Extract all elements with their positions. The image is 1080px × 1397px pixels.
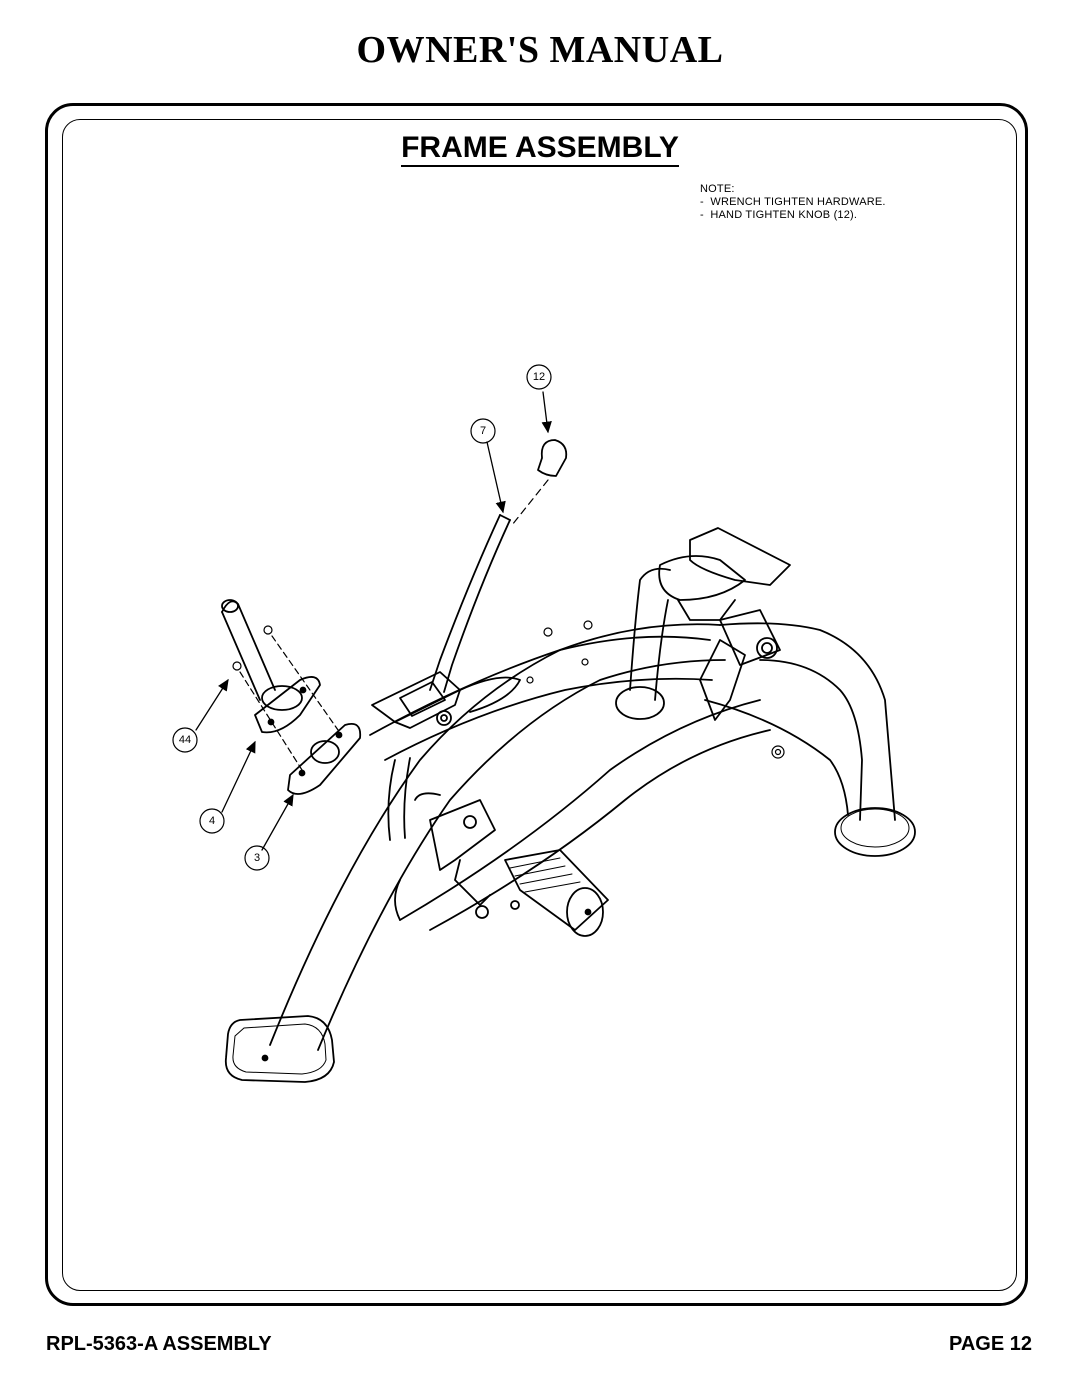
note-line-knob: - HAND TIGHTEN KNOB (12).	[700, 209, 858, 221]
frame-bolts	[526, 620, 785, 759]
footer-page-number: PAGE 12	[949, 1333, 1032, 1355]
callout-label-12: 12	[533, 371, 545, 383]
page-border-inner	[62, 119, 1017, 1291]
foot-plate-rear-left	[615, 686, 665, 720]
note-line-wrench: - WRENCH TIGHTEN HARDWARE.	[700, 196, 886, 208]
callout-label-4: 4	[209, 815, 215, 827]
post-plate-4	[254, 676, 321, 734]
pedal-bracket	[414, 792, 520, 919]
assembly-note: NOTE: - WRENCH TIGHTEN HARDWARE. - HAND …	[700, 183, 886, 222]
section-title-text: FRAME ASSEMBLY	[401, 131, 679, 167]
lock-bracket	[371, 671, 521, 729]
lower-strut	[387, 757, 411, 841]
callout-circles	[172, 364, 552, 871]
pivot-bracket	[699, 609, 781, 721]
lower-arch-tube	[394, 699, 771, 931]
frame-plate-3	[287, 723, 362, 795]
note-heading: NOTE:	[700, 183, 735, 195]
screws-44	[232, 625, 339, 771]
callout-leaders	[195, 391, 552, 851]
foot-pedal	[504, 849, 609, 937]
callout-label-44: 44	[179, 734, 191, 746]
seat-plate	[658, 527, 791, 621]
footer-model: RPL-5363-A ASSEMBLY	[46, 1333, 272, 1355]
weight-post	[221, 599, 303, 711]
knob-12	[511, 439, 568, 526]
callout-label-7: 7	[480, 425, 486, 437]
callout-label-3: 3	[254, 852, 260, 864]
section-title: FRAME ASSEMBLY	[0, 131, 1080, 167]
handle-tube-7	[429, 514, 511, 693]
rear-arch-tube	[704, 622, 896, 821]
manual-title: OWNER'S MANUAL	[356, 29, 724, 71]
foot-plate-rear-right	[834, 807, 916, 857]
page-border-outer	[45, 103, 1028, 1306]
rear-left-tube	[629, 567, 671, 701]
